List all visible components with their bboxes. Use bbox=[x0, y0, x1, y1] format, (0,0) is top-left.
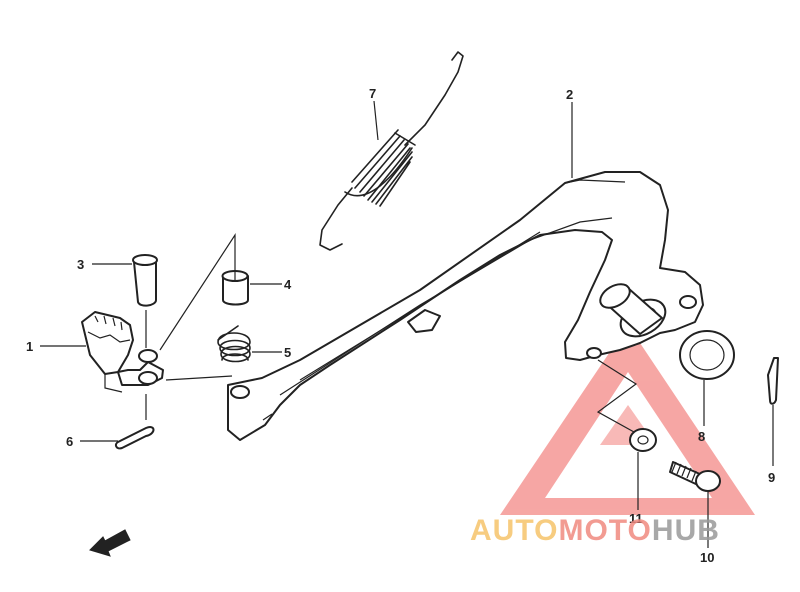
small-cotter-pin-part bbox=[767, 357, 779, 405]
bolt-part bbox=[669, 461, 721, 492]
callout-3: 3 bbox=[77, 257, 84, 272]
callout-11: 11 bbox=[629, 511, 643, 526]
callout-7: 7 bbox=[369, 86, 376, 101]
callout-1: 1 bbox=[26, 339, 33, 354]
watermark-word-hub: HUB bbox=[652, 514, 720, 547]
clevis-pin-part bbox=[132, 254, 158, 307]
callout-labels: 1 2 3 4 5 6 7 8 9 10 11 bbox=[26, 86, 775, 565]
callout-2: 2 bbox=[566, 87, 573, 102]
cotter-pin-part bbox=[114, 426, 155, 450]
callout-5: 5 bbox=[284, 345, 291, 360]
watermark-word-moto: MOTO bbox=[558, 514, 651, 547]
watermark-logo: AUTOMOTOHUB bbox=[470, 514, 720, 547]
washer-part bbox=[679, 330, 735, 380]
callout-8: 8 bbox=[698, 429, 705, 444]
leader-lines bbox=[40, 100, 774, 548]
callout-10: 10 bbox=[700, 550, 714, 565]
small-spring-part bbox=[217, 325, 251, 363]
return-spring-part bbox=[319, 51, 464, 251]
watermark-word-auto: AUTO bbox=[470, 514, 558, 547]
rod-joint-part bbox=[81, 311, 164, 393]
svg-text:AUTOMOTOHUB: AUTOMOTOHUB bbox=[470, 514, 720, 547]
front-direction-arrow-icon bbox=[89, 529, 131, 557]
callout-4: 4 bbox=[284, 277, 292, 292]
callout-6: 6 bbox=[66, 434, 73, 449]
callout-9: 9 bbox=[768, 470, 775, 485]
nut-part bbox=[629, 428, 657, 452]
brake-pedal-part bbox=[227, 171, 704, 441]
